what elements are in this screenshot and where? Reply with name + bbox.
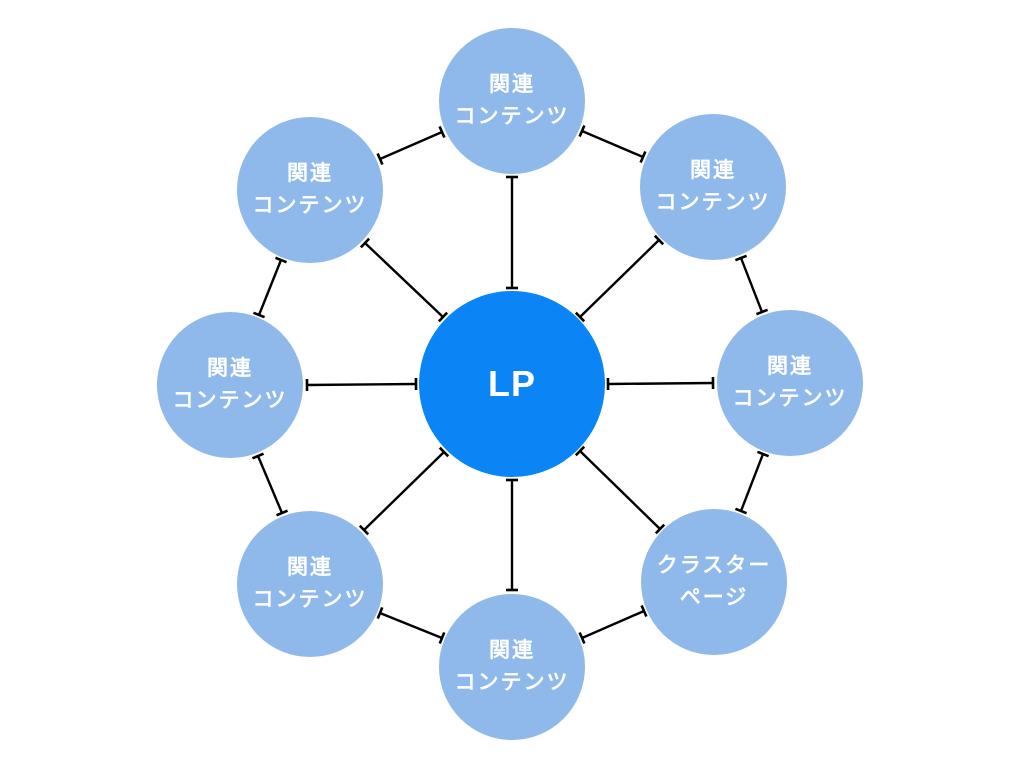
connector-bottomleft-left bbox=[251, 452, 289, 517]
node-top-label: 関連 コンテンツ bbox=[454, 73, 570, 128]
node-top-left-label: 関連 コンテンツ bbox=[252, 162, 368, 217]
connector-top-topright bbox=[578, 124, 647, 164]
connector-topright-right bbox=[734, 254, 769, 316]
node-right-label: 関連 コンテンツ bbox=[732, 355, 848, 410]
connector-center-right bbox=[606, 376, 715, 391]
node-top-left: 関連 コンテンツ bbox=[237, 117, 383, 263]
connector-center-top-right bbox=[574, 234, 665, 323]
connector-center-bottom-right bbox=[574, 445, 666, 535]
node-bottom-left: 関連 コンテンツ bbox=[237, 511, 383, 657]
node-left-label: 関連 コンテンツ bbox=[172, 357, 288, 412]
connector-bottom-bottomleft bbox=[376, 606, 446, 645]
node-bottom-right: クラスター ページ bbox=[641, 509, 787, 655]
node-bottom-right-label: クラスター ページ bbox=[656, 554, 772, 609]
node-lp: LP bbox=[419, 291, 605, 477]
node-bottom: 関連 コンテンツ bbox=[439, 594, 585, 740]
connector-topleft-top bbox=[376, 125, 446, 166]
connector-center-left bbox=[305, 377, 418, 392]
node-bottom-left-label: 関連 コンテンツ bbox=[252, 556, 368, 611]
node-right: 関連 コンテンツ bbox=[717, 310, 863, 456]
node-top-right-label: 関連 コンテンツ bbox=[655, 159, 771, 214]
node-bottom-label: 関連 コンテンツ bbox=[454, 639, 570, 694]
node-lp-label: LP bbox=[487, 363, 536, 404]
connector-left-topleft bbox=[252, 256, 288, 319]
node-left: 関連 コンテンツ bbox=[157, 312, 303, 458]
connector-center-top-left bbox=[359, 237, 449, 323]
node-top-right: 関連 コンテンツ bbox=[640, 114, 786, 260]
connector-center-bottom-left bbox=[358, 446, 450, 536]
connector-bottomright-bottom bbox=[578, 604, 648, 645]
node-top: 関連 コンテンツ bbox=[439, 28, 585, 174]
connector-right-bottomright bbox=[734, 450, 770, 515]
